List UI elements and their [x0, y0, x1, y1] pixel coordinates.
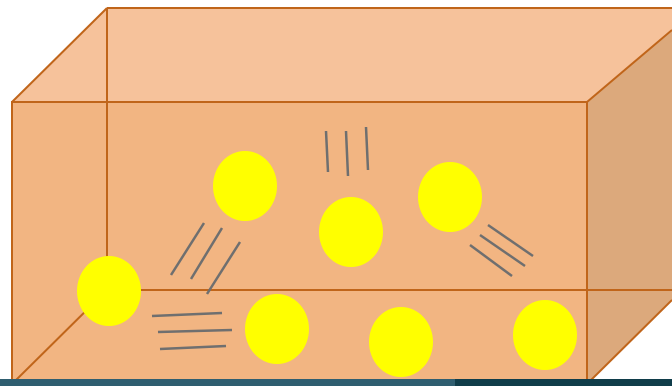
- gas-particles: [77, 151, 577, 377]
- motion-lines-top-center: [324, 126, 370, 177]
- bottom-bar-left-segment: [0, 379, 455, 386]
- gas-particle: [319, 197, 383, 267]
- gas-particle: [245, 294, 309, 364]
- gas-particle: [369, 307, 433, 377]
- bottom-color-bar: [0, 379, 672, 386]
- gas-particle: [77, 256, 141, 326]
- box-right-side-face: [587, 30, 672, 384]
- box-top-face: [12, 8, 672, 102]
- box-top-left-depth-edge: [11, 7, 108, 103]
- motion-lines-bottom-left: [151, 311, 233, 351]
- gas-particle: [418, 162, 482, 232]
- box-bottom-right-depth-edge: [586, 299, 672, 385]
- box-top-right-depth-edge: [586, 29, 672, 103]
- bottom-bar-right-segment: [455, 379, 672, 386]
- motion-lines-right-diagonal: [469, 223, 534, 278]
- motion-lines-left-diagonal: [169, 222, 242, 295]
- gas-particle: [513, 300, 577, 370]
- gas-particle: [213, 151, 277, 221]
